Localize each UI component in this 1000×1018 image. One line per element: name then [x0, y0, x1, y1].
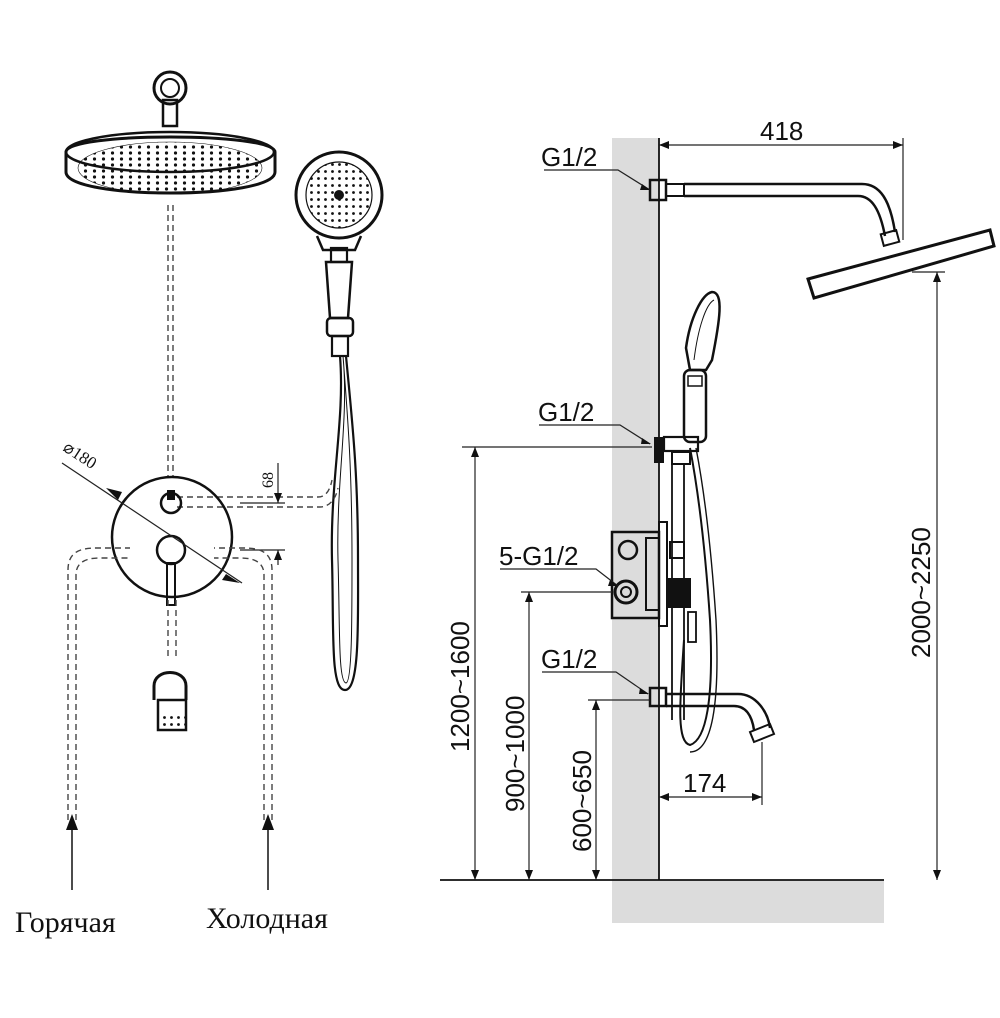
spout-connection-callout: G1/2: [541, 644, 649, 695]
plate-diameter-label: ⌀180: [60, 437, 100, 472]
mixer-height-label: 900~1000: [500, 696, 530, 812]
spout-side: [648, 686, 776, 744]
spout-front: [152, 671, 188, 732]
hand-outlet-height-dimension: 1200~1600: [445, 446, 652, 880]
overhead-arm-front: [152, 70, 188, 128]
hand-outlet-connection-label: G1/2: [538, 397, 594, 427]
wall-section: [612, 138, 659, 923]
outlet-offset-dimension: 68: [240, 463, 285, 565]
hand-outlet-connection-callout: G1/2: [538, 397, 651, 445]
hot-supply-arrow: [66, 814, 78, 890]
mixer-height-dimension: 900~1000: [500, 591, 612, 880]
rain-head-front: [64, 130, 277, 195]
head-height-label: 2000~2250: [906, 527, 936, 658]
head-arm-connection-label: G1/2: [541, 142, 597, 172]
head-arm-connection-callout: G1/2: [541, 142, 651, 191]
spout-height-label: 600~650: [567, 750, 597, 852]
rain-head-side: [648, 178, 996, 300]
cold-supply-label: Холодная: [206, 902, 328, 935]
spout-connection-label: G1/2: [541, 644, 597, 674]
side-view: G1/2 G1/2 5-G1/2 G1/2 418: [440, 116, 996, 923]
supply-pipes: [67, 547, 273, 820]
spout-length-label: 174: [683, 768, 726, 798]
front-view: ⌀180 68: [15, 70, 384, 939]
mixer-plate-front: [110, 475, 234, 606]
arm-length-label: 418: [760, 116, 803, 146]
cold-supply-arrow: [262, 814, 274, 890]
head-height-dimension: 2000~2250: [906, 271, 945, 880]
outlet-offset-label: 68: [260, 472, 277, 488]
spout-height-dimension: 600~650: [567, 699, 650, 880]
mixer-connection-callout: 5-G1/2: [499, 541, 619, 587]
mixer-connection-label: 5-G1/2: [499, 541, 579, 571]
arm-length-dimension: 418: [659, 116, 904, 240]
hand-outlet-height-label: 1200~1600: [445, 621, 475, 752]
floor-section: [612, 880, 884, 923]
hand-shower-front: [294, 150, 384, 692]
hot-supply-label: Горячая: [15, 906, 116, 939]
plate-diameter-dimension: ⌀180: [60, 437, 243, 584]
mixer-body-side: [610, 521, 691, 627]
spout-length-dimension: 174: [659, 742, 763, 805]
